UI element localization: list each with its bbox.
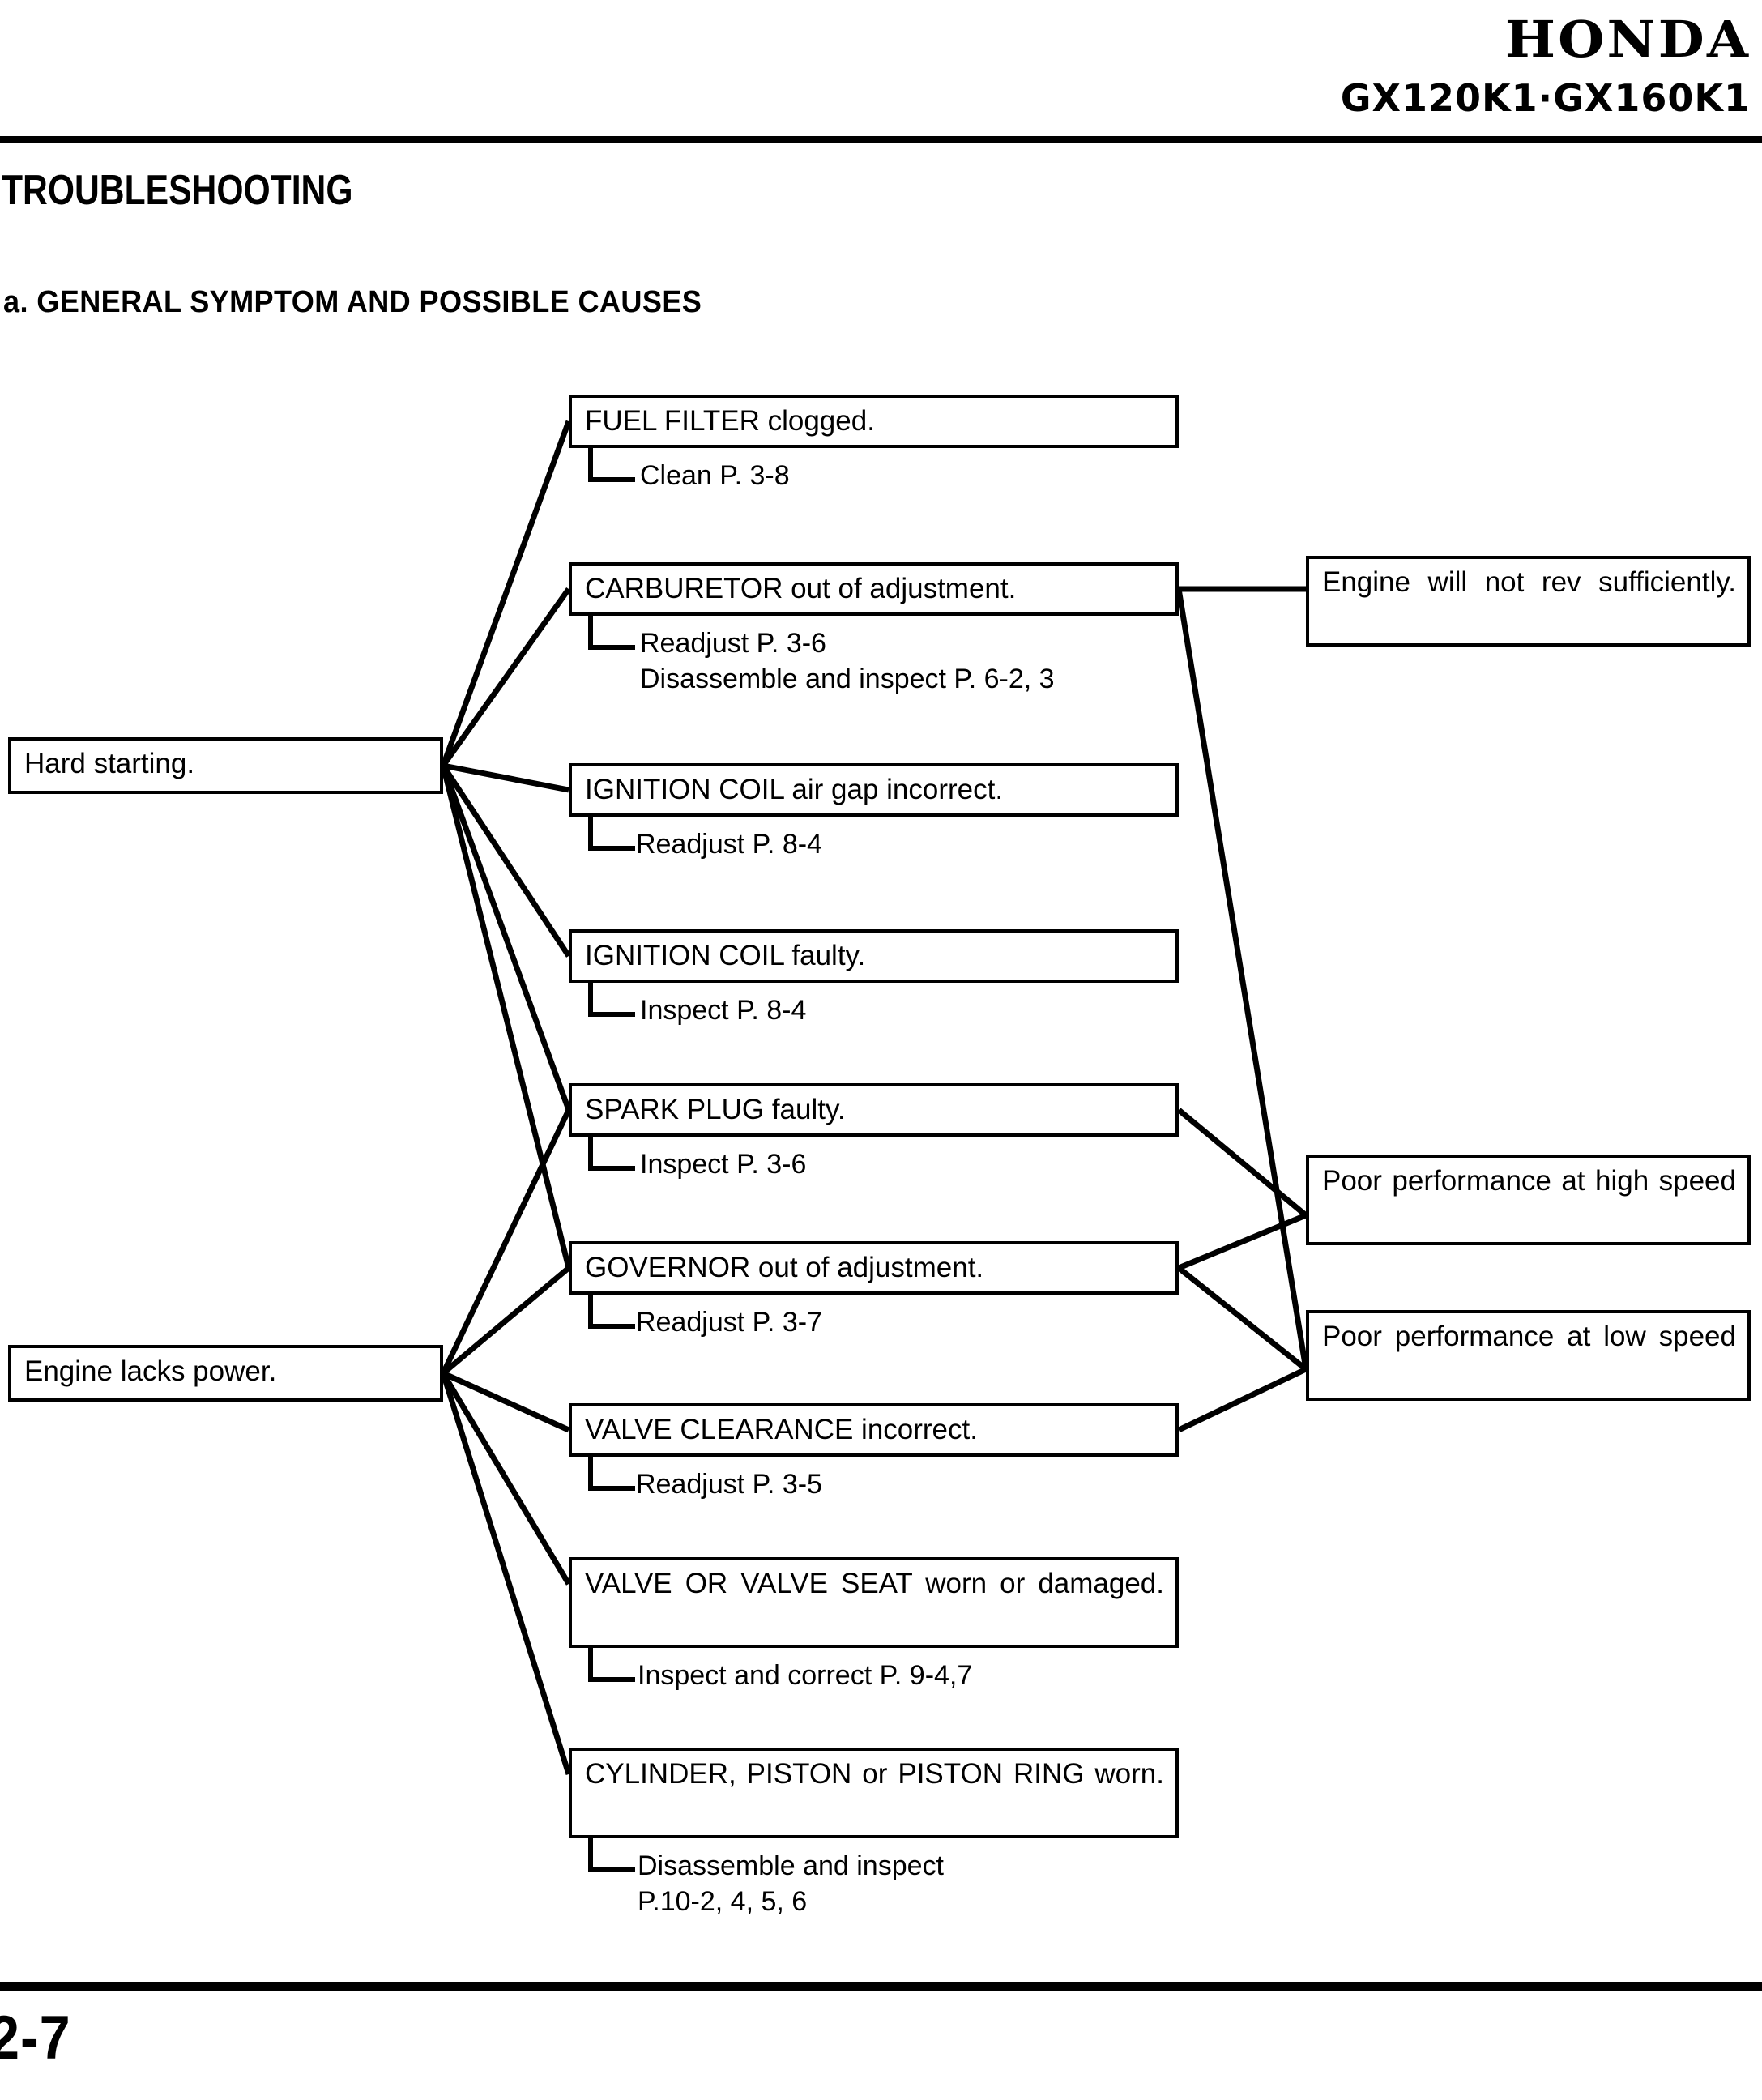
- cause-note-valve-clearance: Readjust P. 3-5: [636, 1469, 822, 1500]
- page-title: TROUBLESHOOTING: [2, 167, 353, 214]
- cause-label: VALVE OR VALVE SEAT worn or damaged.: [585, 1568, 1164, 1599]
- note-elbow-cylinder-piston: [588, 1838, 635, 1872]
- footer-divider: [0, 1982, 1762, 1991]
- cause-note-ignition-faulty: Inspect P. 8-4: [640, 995, 807, 1026]
- cause-box-ignition-faulty[interactable]: IGNITION COIL faulty.: [569, 929, 1179, 983]
- cause-note-cylinder-piston: Disassemble and inspect P.10-2, 4, 5, 6: [638, 1850, 944, 1918]
- cause-label: IGNITION COIL faulty.: [585, 940, 866, 971]
- symptom-box-engine-lacks-power[interactable]: Engine lacks power.: [8, 1345, 443, 1402]
- page-number: 2-7: [0, 2004, 71, 2072]
- cause-note-fuel-filter: Clean P. 3-8: [640, 460, 790, 491]
- note-elbow-ignition-faulty: [588, 983, 635, 1017]
- note-elbow-valve-clearance: [588, 1457, 635, 1491]
- symptom-box-hard-starting[interactable]: Hard starting.: [8, 737, 443, 794]
- section-subtitle: a. GENERAL SYMPTOM AND POSSIBLE CAUSES: [3, 285, 702, 319]
- symptom-label: Engine lacks power.: [24, 1355, 277, 1387]
- outcome-box-poor-low-speed[interactable]: Poor performance at low speed: [1306, 1310, 1751, 1401]
- note-elbow-fuel-filter: [588, 448, 635, 482]
- cause-box-valve-clearance[interactable]: VALVE CLEARANCE incorrect.: [569, 1403, 1179, 1457]
- cause-label: GOVERNOR out of adjustment.: [585, 1252, 984, 1283]
- cause-box-spark-plug[interactable]: SPARK PLUG faulty.: [569, 1083, 1179, 1137]
- outcome-box-no-rev[interactable]: Engine will not rev sufficiently.: [1306, 556, 1751, 647]
- cause-label: CARBURETOR out of adjustment.: [585, 573, 1017, 604]
- cause-box-governor[interactable]: GOVERNOR out of adjustment.: [569, 1241, 1179, 1295]
- note-elbow-ignition-air-gap: [588, 817, 635, 851]
- cause-box-carburetor[interactable]: CARBURETOR out of adjustment.: [569, 562, 1179, 616]
- outcome-label: Engine will not rev sufficiently.: [1322, 566, 1736, 598]
- cause-label: IGNITION COIL air gap incorrect.: [585, 774, 1004, 805]
- symptom-label: Hard starting.: [24, 748, 195, 779]
- note-elbow-spark-plug: [588, 1137, 635, 1171]
- note-elbow-governor: [588, 1295, 635, 1329]
- note-elbow-carburetor: [588, 616, 635, 650]
- cause-label: CYLINDER, PISTON or PISTON RING worn.: [585, 1758, 1164, 1790]
- cause-box-cylinder-piston[interactable]: CYLINDER, PISTON or PISTON RING worn.: [569, 1748, 1179, 1838]
- cause-note-carburetor: Readjust P. 3-6 Disassemble and inspect …: [640, 628, 1055, 695]
- cause-label: FUEL FILTER clogged.: [585, 405, 875, 437]
- outcome-label: Poor performance at low speed: [1322, 1321, 1736, 1352]
- cause-box-ignition-air-gap[interactable]: IGNITION COIL air gap incorrect.: [569, 763, 1179, 817]
- cause-box-fuel-filter[interactable]: FUEL FILTER clogged.: [569, 395, 1179, 448]
- outcome-box-poor-high-speed[interactable]: Poor performance at high speed: [1306, 1155, 1751, 1245]
- cause-note-valve-seat: Inspect and correct P. 9-4,7: [638, 1660, 973, 1691]
- cause-note-ignition-air-gap: Readjust P. 8-4: [636, 829, 822, 860]
- honda-wordmark: HONDA: [1504, 10, 1751, 69]
- cause-note-spark-plug: Inspect P. 3-6: [640, 1149, 807, 1180]
- header-divider: [0, 136, 1762, 143]
- engine-model-label: GX120K1·GX160K1: [1340, 76, 1751, 120]
- note-elbow-valve-seat: [588, 1648, 635, 1682]
- outcome-label: Poor performance at high speed: [1322, 1165, 1736, 1197]
- cause-label: VALVE CLEARANCE incorrect.: [585, 1414, 978, 1445]
- cause-box-valve-seat[interactable]: VALVE OR VALVE SEAT worn or damaged.: [569, 1557, 1179, 1648]
- cause-note-governor: Readjust P. 3-7: [636, 1307, 822, 1338]
- cause-label: SPARK PLUG faulty.: [585, 1094, 846, 1125]
